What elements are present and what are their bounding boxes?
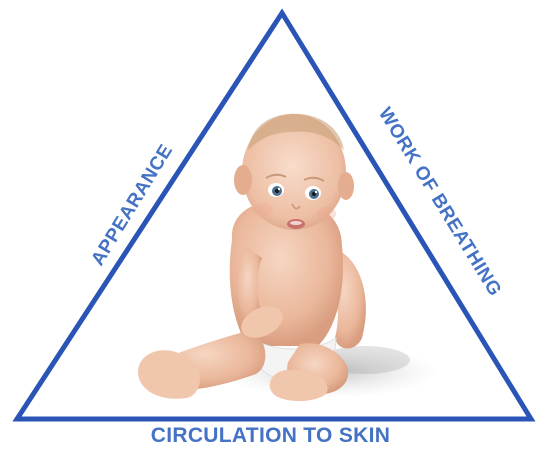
seated-baby-photo [138, 114, 440, 401]
left-side-label: APPEARANCE [87, 141, 177, 270]
bottom-side-label: CIRCULATION TO SKIN [0, 424, 541, 448]
